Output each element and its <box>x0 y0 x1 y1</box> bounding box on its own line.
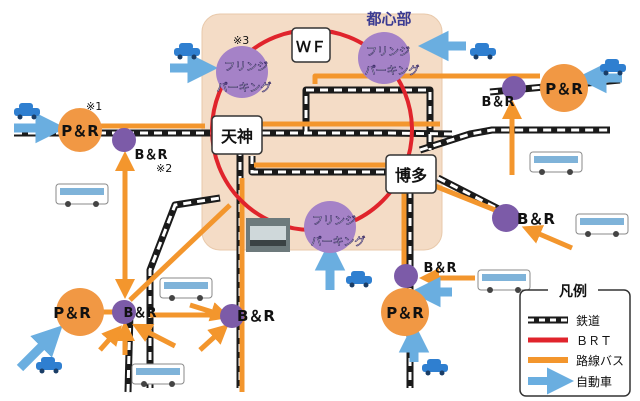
fringe-parking-nw: フリンジ パーキング <box>216 46 272 98</box>
note-3: ※3 <box>233 34 249 47</box>
car-icon <box>174 43 200 60</box>
bus-icon <box>159 277 213 301</box>
car-icons <box>14 43 626 376</box>
bus-icons <box>55 151 629 387</box>
bus-icon <box>575 213 629 237</box>
br-node-west: B＆R <box>112 128 167 163</box>
svg-text:パーキング: パーキング <box>311 234 366 248</box>
car-icon <box>346 271 372 288</box>
svg-text:ＷＦ: ＷＦ <box>296 38 326 56</box>
car-icon <box>36 357 62 374</box>
svg-text:B＆R: B＆R <box>135 148 168 163</box>
br-node-southeast: B＆R <box>492 204 555 232</box>
svg-text:フリンジ: フリンジ <box>312 214 356 227</box>
svg-text:パーキング: パーキング <box>365 63 420 77</box>
svg-text:パーキング: パーキング <box>217 80 272 94</box>
brt-photo <box>246 218 290 252</box>
legend-item-brt: ＢＲＴ <box>528 334 612 348</box>
route-bus-arrows <box>98 99 573 355</box>
fringe-parking-s: フリンジ パーキング <box>304 201 366 253</box>
br-node-southwest: B＆R <box>112 300 156 324</box>
note-2: ※2 <box>156 162 172 175</box>
svg-text:P＆R: P＆R <box>386 304 424 322</box>
svg-text:ＢＲＴ: ＢＲＴ <box>576 334 612 348</box>
central-district-label: 都心部 <box>365 10 411 28</box>
fringe-parking-ne: フリンジ パーキング <box>358 32 420 84</box>
svg-text:B＆R: B＆R <box>424 261 457 276</box>
pr-node-east: P＆R <box>540 64 588 112</box>
car-icon <box>600 59 626 76</box>
svg-text:P＆R: P＆R <box>53 304 91 322</box>
hakata-station: 博多 <box>385 154 437 194</box>
br-node-south-center: B＆R <box>220 304 275 328</box>
br-node-hakata-south: B＆R <box>394 261 456 288</box>
legend-item-rail: 鉄道 <box>528 313 600 328</box>
bus-icon <box>477 269 531 293</box>
tenjin-station: 天神 <box>211 115 263 155</box>
legend-item-car: 自動車 <box>528 367 612 395</box>
pr-node-south: P＆R <box>381 288 429 336</box>
svg-text:B＆R: B＆R <box>237 307 275 325</box>
pr-node-west: P＆R <box>58 108 102 152</box>
car-icon <box>470 43 496 60</box>
bus-icon <box>529 151 583 175</box>
svg-text:フリンジ: フリンジ <box>366 45 410 58</box>
legend-item-bus: 路線バス <box>528 353 624 368</box>
svg-text:B＆R: B＆R <box>517 210 555 228</box>
pr-node-southwest: P＆R <box>53 288 104 336</box>
bus-icon <box>131 363 185 387</box>
legend: 凡例 鉄道 ＢＲＴ 路線バス 自動車 <box>519 282 631 397</box>
car-icon <box>14 103 40 120</box>
bus-icon <box>55 183 109 207</box>
wf-station: ＷＦ <box>291 27 331 63</box>
svg-text:天神: 天神 <box>221 127 253 146</box>
svg-text:フリンジ: フリンジ <box>224 60 268 73</box>
note-1: ※1 <box>86 100 102 113</box>
svg-text:P＆R: P＆R <box>545 80 583 98</box>
svg-text:P＆R: P＆R <box>61 122 99 140</box>
svg-text:路線バス: 路線バス <box>576 353 624 368</box>
car-arrows <box>14 30 622 372</box>
br-node-east: B＆R <box>482 76 526 110</box>
svg-text:博多: 博多 <box>395 166 427 185</box>
svg-text:自動車: 自動車 <box>576 375 612 389</box>
legend-title: 凡例 <box>559 283 587 300</box>
car-icon <box>422 359 448 376</box>
svg-text:B＆R: B＆R <box>124 306 157 321</box>
svg-text:鉄道: 鉄道 <box>576 313 600 328</box>
svg-text:B＆R: B＆R <box>482 95 515 110</box>
